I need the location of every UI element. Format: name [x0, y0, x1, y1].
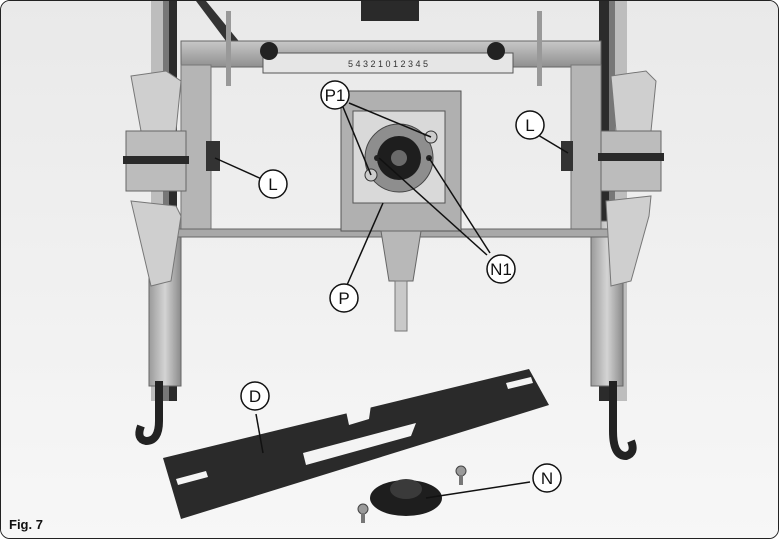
svg-text:L: L	[268, 175, 277, 194]
knob-left	[260, 42, 278, 60]
frame-right-post	[570, 64, 602, 236]
scale-text: 5 4 3 2 1 0 1 2 3 4 5	[348, 59, 428, 69]
svg-text:P1: P1	[325, 86, 346, 105]
template-guide-n	[370, 479, 442, 516]
router-base	[340, 90, 462, 332]
svg-text:D: D	[249, 387, 261, 406]
router-motor-top	[361, 1, 419, 21]
rod-left	[226, 11, 231, 86]
callout-n1: N1	[486, 254, 516, 284]
callout-l-left: L	[258, 169, 288, 199]
callout-n: N	[532, 463, 562, 493]
callout-l-right: L	[515, 110, 545, 140]
figure-caption: Fig. 7	[9, 517, 43, 532]
left-foot	[135, 381, 163, 446]
callout-p: P	[329, 283, 359, 313]
knob-right	[487, 42, 505, 60]
callout-d: D	[240, 381, 270, 411]
svg-text:L: L	[525, 116, 534, 135]
right-foot	[609, 381, 637, 461]
rod-right	[537, 11, 542, 86]
callout-leader-lines	[214, 102, 569, 499]
screws	[357, 465, 467, 523]
template-plate-d	[163, 369, 549, 519]
scale-plate	[262, 52, 514, 74]
svg-text:N1: N1	[490, 260, 512, 279]
right-clamp	[561, 70, 664, 287]
svg-text:P: P	[338, 289, 349, 308]
svg-text:N: N	[541, 469, 553, 488]
left-clamp	[123, 70, 220, 287]
callout-p1: P1	[320, 80, 350, 110]
